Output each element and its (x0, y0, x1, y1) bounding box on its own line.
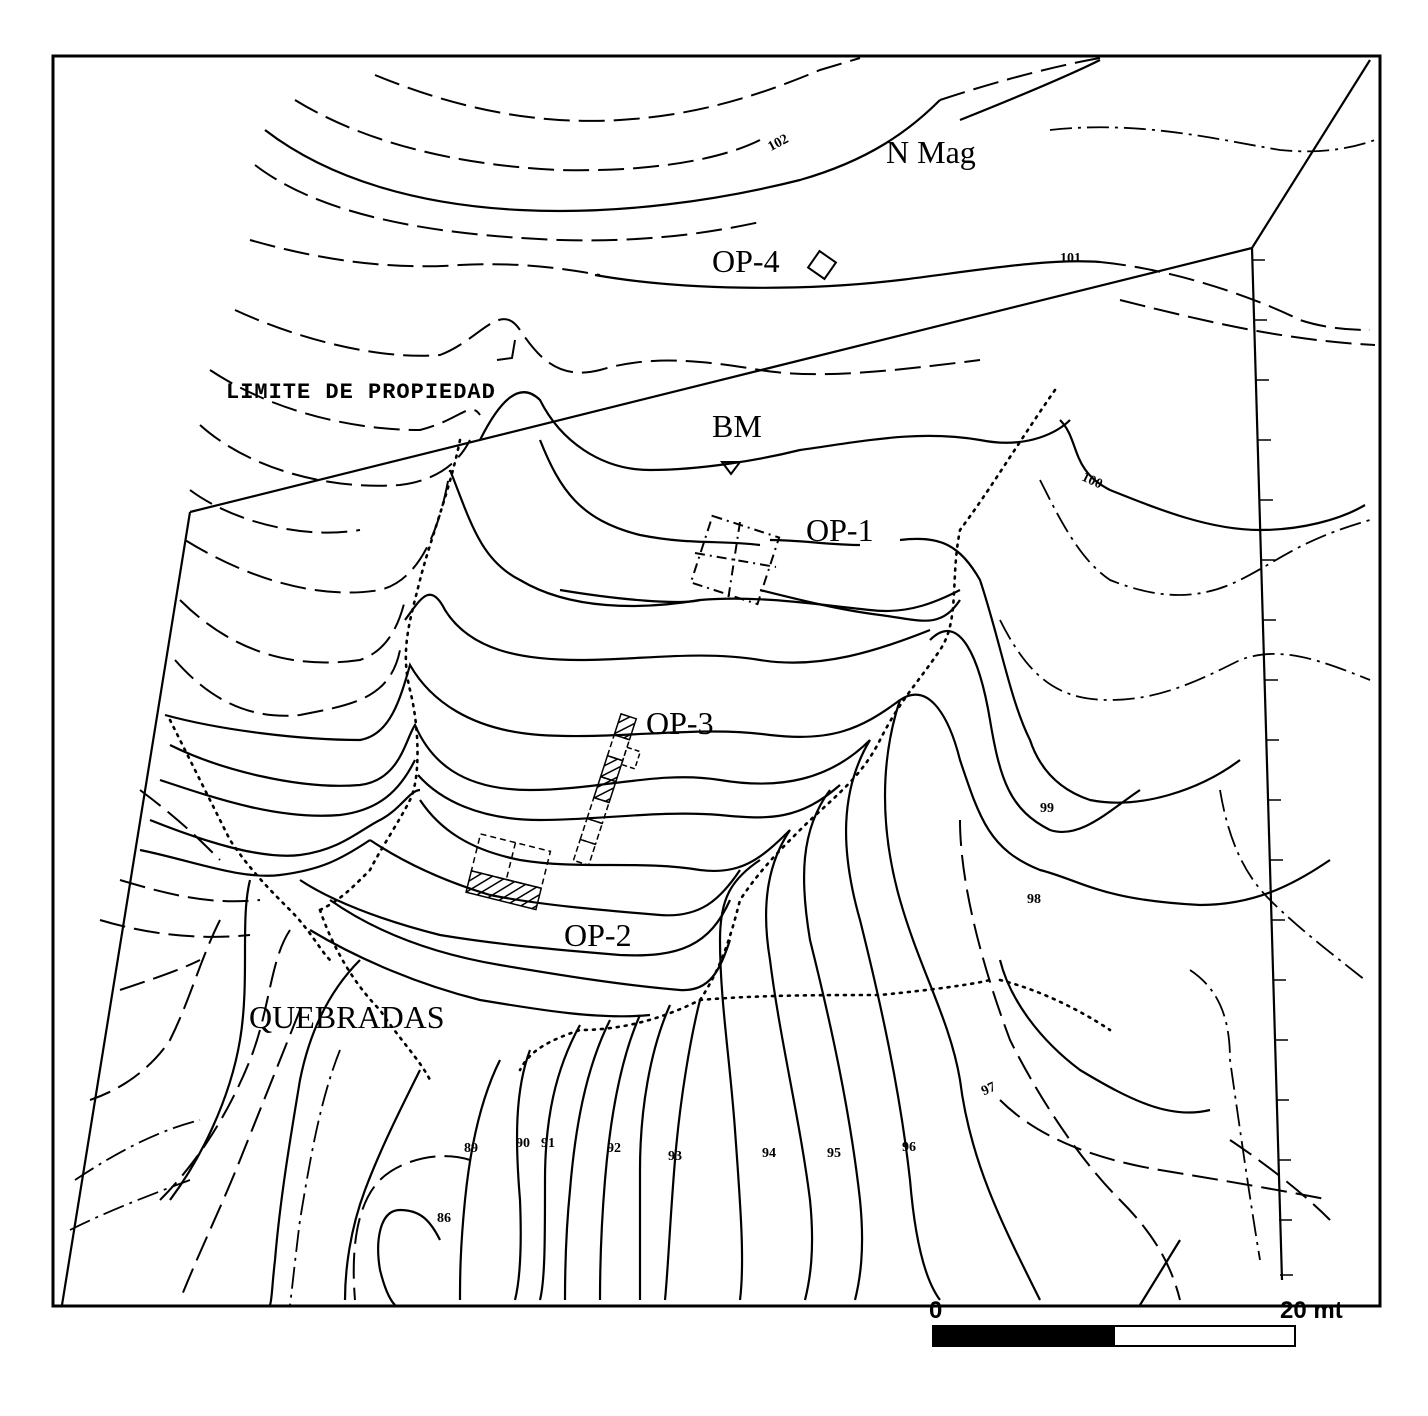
elevation-label-93: 93 (668, 1149, 682, 1164)
property-limit-pointer (496, 339, 516, 361)
drainage-lines (168, 388, 1112, 1082)
scale-end-label: 20 mt (1280, 1297, 1343, 1324)
elevation-label-97: 97 (979, 1080, 998, 1100)
op4-label: OP-4 (712, 243, 780, 279)
scale-bar: 0 20 mt (929, 1297, 1343, 1347)
elevation-label-90: 90 (516, 1136, 530, 1151)
op1-units (689, 514, 781, 606)
elevation-label-94: 94 (762, 1146, 776, 1161)
op3-trench (572, 712, 642, 867)
op1-label: OP-1 (806, 512, 874, 548)
elevation-label-100: 100 (1079, 470, 1104, 492)
elevation-label-95: 95 (827, 1146, 841, 1161)
op4-unit (806, 249, 838, 281)
property-limit-label: LIMITE DE PROPIEDAD (226, 380, 496, 405)
elevation-label-102: 102 (766, 132, 792, 155)
bm-label: BM (712, 408, 762, 444)
elevation-label-92: 92 (607, 1141, 621, 1156)
north-label: N Mag (886, 134, 976, 170)
op2-unit (465, 833, 552, 911)
property-boundary (60, 59, 1371, 1306)
elevation-label-99: 99 (1040, 801, 1054, 816)
map-frame (51, 54, 1382, 1308)
quebradas-label: QUEBRADAS (249, 999, 445, 1035)
elevation-label-89: 89 (464, 1141, 478, 1156)
elevation-label-96: 96 (902, 1140, 916, 1155)
boundary-ticks (1252, 259, 1293, 1276)
bm-marker (720, 461, 742, 476)
op2-label: OP-2 (564, 917, 632, 953)
elevation-label-91: 91 (541, 1136, 555, 1151)
op3-label: OP-3 (646, 705, 714, 741)
scale-start-label: 0 (929, 1297, 942, 1324)
elevation-label-98: 98 (1027, 892, 1041, 907)
elevation-label-86: 86 (437, 1211, 451, 1226)
elevation-label-101: 101 (1060, 251, 1081, 266)
